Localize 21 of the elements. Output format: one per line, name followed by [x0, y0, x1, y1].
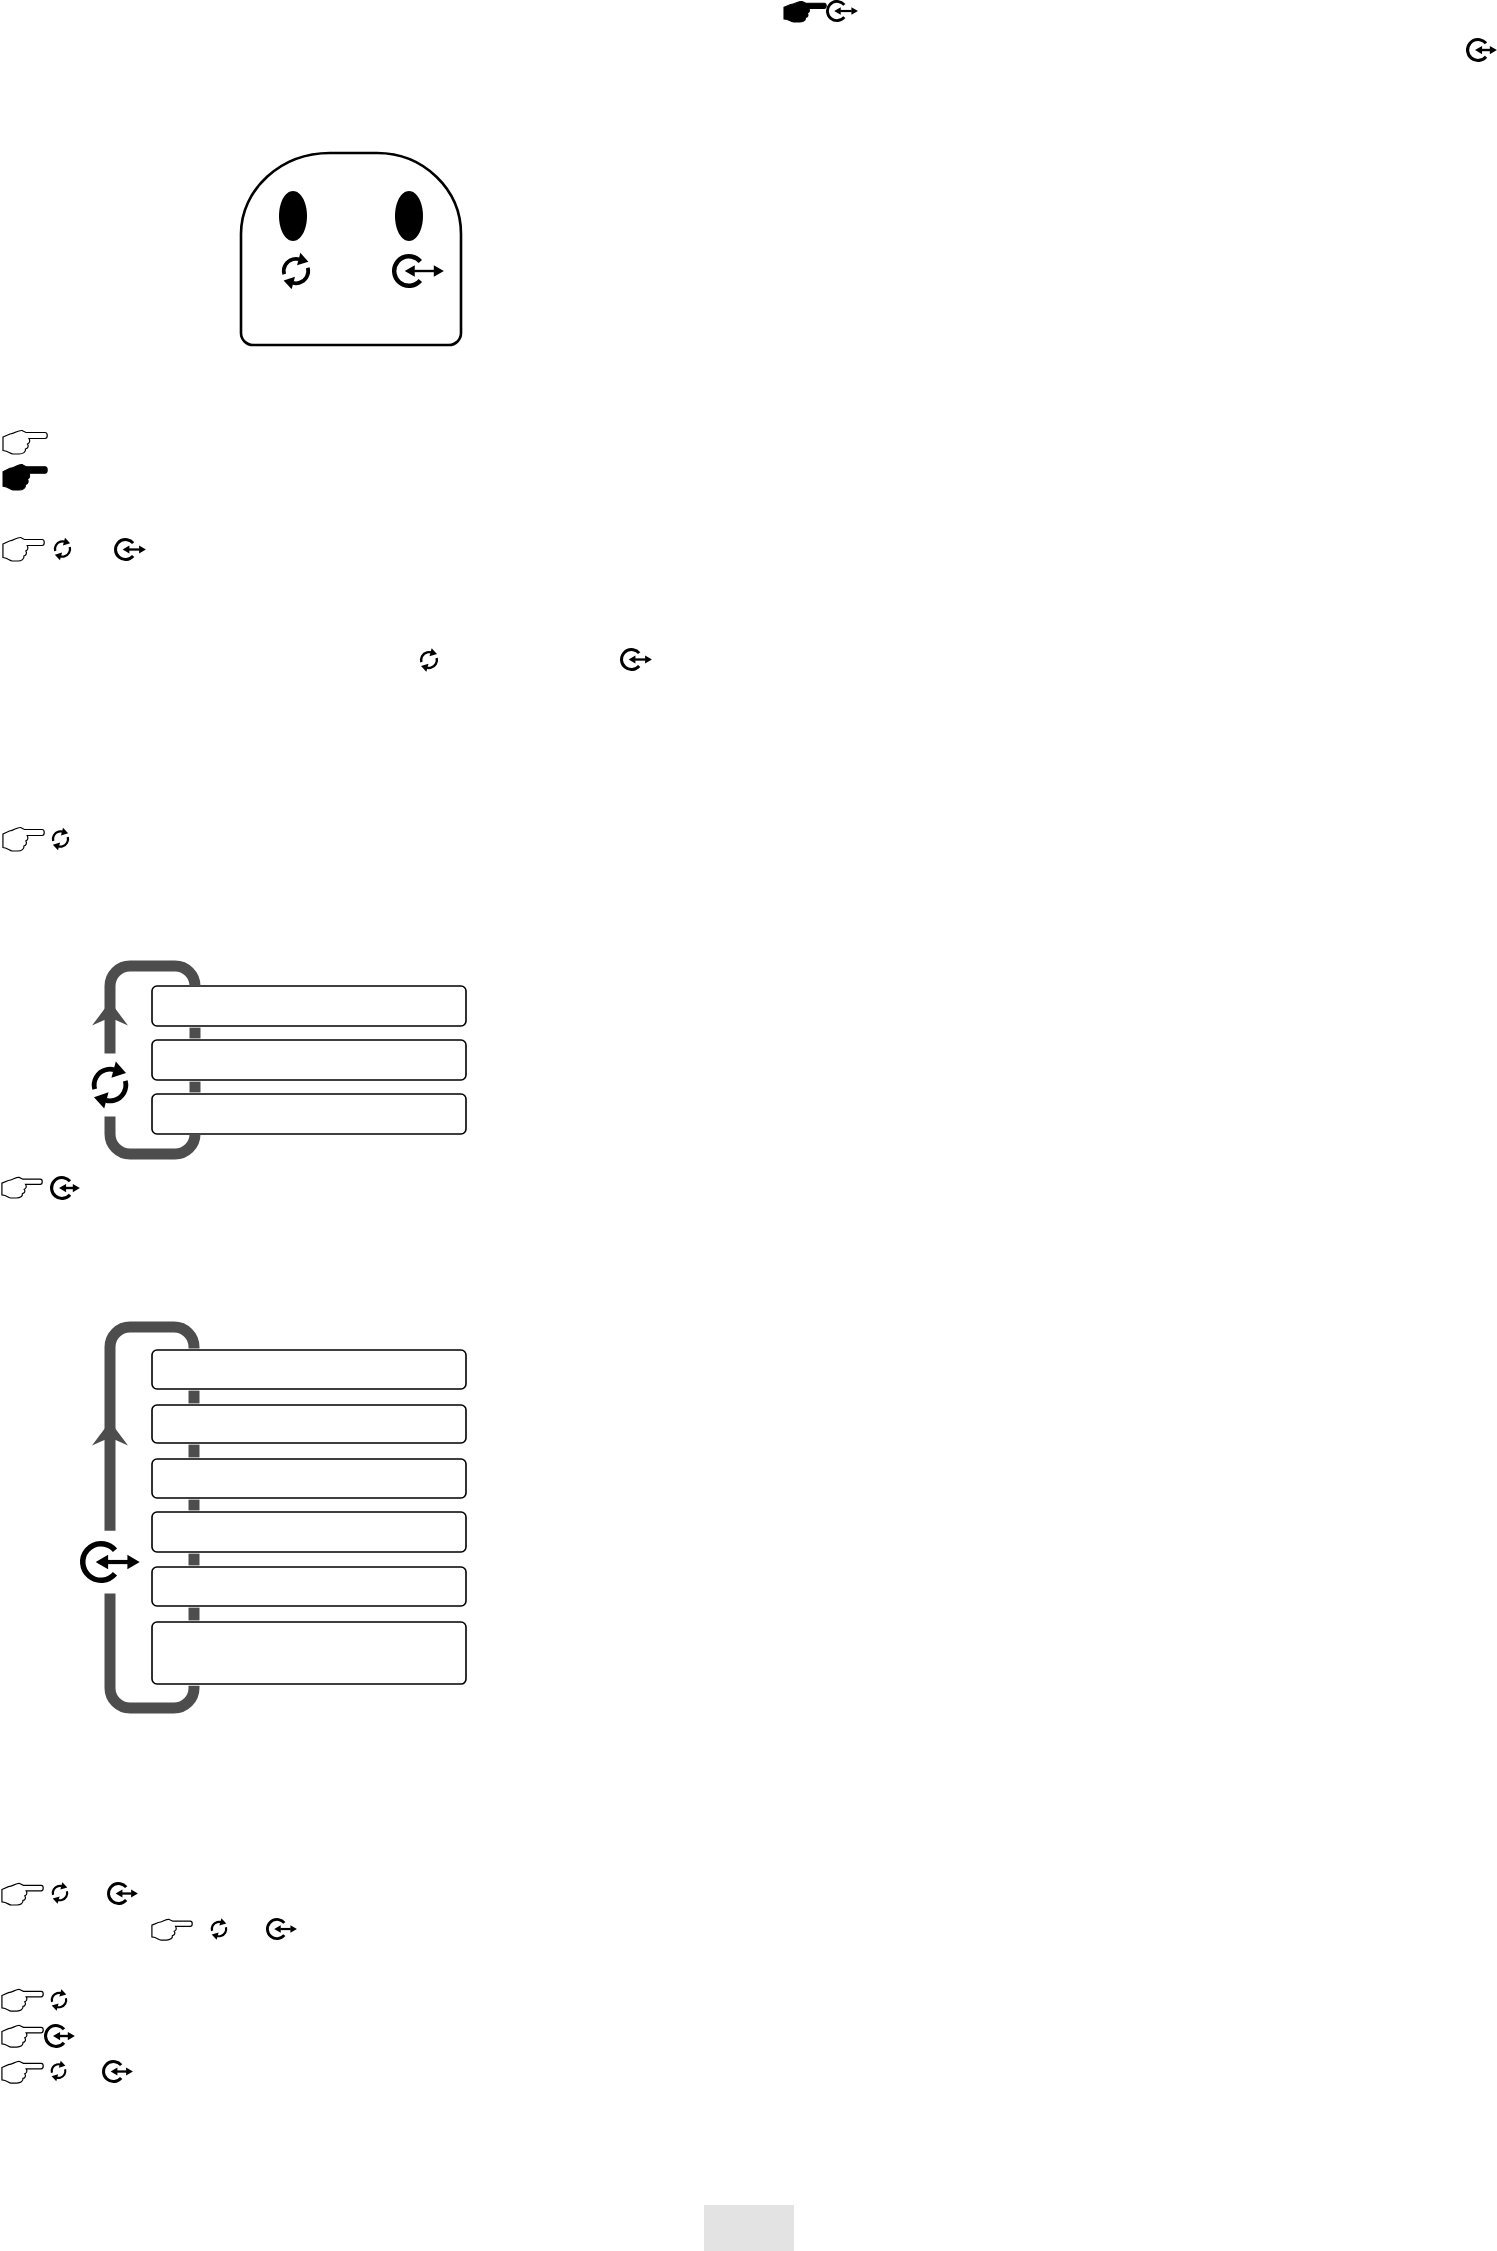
- cycle-icon: [91, 1061, 129, 1109]
- connector-line: [188, 1390, 200, 1404]
- menu-item-box: [151, 1349, 467, 1390]
- connector-line: [188, 1444, 200, 1458]
- connector-line: [188, 1553, 200, 1566]
- menu-item-box: [151, 985, 467, 1027]
- menu-item-box: [151, 1093, 467, 1135]
- menu-item-box: [151, 1621, 467, 1685]
- connector-line: [189, 1027, 201, 1039]
- loop-arrow: [92, 960, 201, 1054]
- menu-item-box: [151, 1511, 467, 1553]
- connector-line: [189, 1081, 201, 1093]
- menu-item-box: [151, 1566, 467, 1607]
- menu-item-box: [151, 1458, 467, 1499]
- connector-line: [188, 1499, 200, 1511]
- loop-line: [104, 1593, 200, 1714]
- loop-arrow: [92, 1321, 200, 1531]
- menu-item-box: [151, 1039, 467, 1081]
- loop-line: [104, 1116, 201, 1160]
- menu-item-box: [151, 1404, 467, 1444]
- connector-line: [188, 1607, 200, 1621]
